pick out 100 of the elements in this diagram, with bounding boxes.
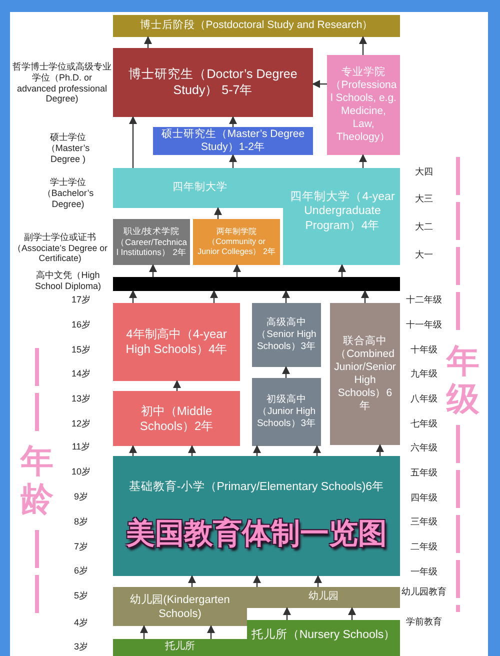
axis-title: 年级: [446, 342, 480, 418]
arrow: [312, 80, 327, 88]
arrow: [214, 207, 222, 219]
grade-label: 大一: [414, 250, 434, 260]
grade-label: 九年级: [410, 368, 438, 380]
stage-box: [252, 378, 321, 446]
stage-label: 基础教育-小学（Primary/Elementary Schools)6年: [128, 480, 386, 494]
arrow: [173, 380, 181, 391]
degree-label: 学士学位（Bachelor’s Degree): [41, 176, 95, 210]
grade-label: 十二年级: [405, 294, 443, 306]
grade-label: 六年级: [410, 442, 438, 454]
stage-box: [113, 456, 400, 576]
title: 美国教育体制一览图: [124, 515, 388, 552]
stage-label: 4年制高中（4-year High Schools）4年: [124, 327, 228, 357]
arrow: [210, 290, 218, 303]
stage-box: [113, 48, 313, 117]
grade-label: 大三: [414, 194, 434, 204]
age-label: 16岁: [70, 320, 92, 330]
arrow: [233, 264, 241, 277]
age-label: 10岁: [70, 466, 92, 478]
age-label: 6岁: [72, 566, 89, 576]
stage-label: 专业学院（Professional Schools, e.g. Medicine, Law, Theology）: [330, 66, 397, 144]
stage-label: 初级高中（Junior High Schools）3年: [256, 394, 318, 430]
arrow: [313, 445, 321, 456]
stage-box: [113, 303, 240, 381]
age-label: 11岁: [70, 442, 92, 452]
stage-box: [252, 303, 321, 367]
stage-box: [330, 303, 400, 445]
arrow: [314, 575, 322, 587]
stage-label: 幼儿园: [308, 591, 340, 604]
grade-label: 五年级: [410, 468, 438, 478]
stage-label: 硕士研究生（Master’s Degree Study）1-2年: [160, 128, 306, 154]
arrow: [229, 154, 237, 168]
diploma-bar: [113, 277, 400, 291]
arrow: [188, 575, 196, 587]
age-label: 8岁: [72, 516, 89, 528]
stage-box: [327, 55, 400, 155]
arrow: [149, 264, 157, 277]
age-label: 3岁: [72, 642, 89, 652]
arrow: [207, 625, 215, 639]
arrow: [359, 36, 367, 55]
arrow: [282, 290, 290, 303]
arrow: [253, 445, 261, 456]
stage-box: [113, 168, 400, 265]
arrow: [253, 575, 261, 587]
stage-label: 联合高中（Combined Junior/Senior High Schools）6年: [333, 334, 397, 414]
grade-label: 十年级: [410, 344, 438, 356]
stage-label: 职业/技术学院（Career/Technical Institutions） 2年: [116, 226, 187, 258]
age-label: 14岁: [70, 368, 92, 380]
age-label: 12岁: [70, 418, 92, 430]
grade-label: 十一年级: [405, 320, 443, 330]
stage-box: [113, 15, 400, 37]
grade-label: 学前教育: [405, 616, 443, 628]
arrow: [348, 607, 356, 620]
arrow: [144, 36, 152, 48]
arrow: [188, 445, 196, 456]
stage-box: [193, 219, 280, 265]
stage-label: 初中（Middle Schools）2年: [138, 404, 214, 434]
age-label: 7岁: [72, 542, 89, 552]
arrow: [129, 290, 137, 303]
grade-label: 大四: [414, 166, 434, 178]
stage-box: [113, 219, 190, 265]
stage-label: 两年制学院（Community or Junior Colleges） 2年: [196, 227, 276, 257]
stage-label: 博士研究生（Doctor’s Degree Study） 5-7年: [128, 66, 298, 98]
grade-label: 三年级: [410, 516, 438, 528]
stage-label: 高级高中（Senior High Schools）3年: [256, 317, 318, 353]
grade-label: 大二: [414, 222, 434, 232]
grade-label: 四年级: [410, 492, 438, 504]
arrow: [283, 607, 291, 620]
stage-label: 四年制大学（4-year Undergraduate Program）4年: [289, 190, 396, 234]
grade-label: 八年级: [410, 394, 438, 404]
grade-label: 幼儿园教育: [400, 586, 448, 598]
grade-label: 一年级: [410, 566, 438, 578]
age-label: 4岁: [72, 618, 89, 628]
stage-label: 博士后阶段（Postdoctoral Study and Research）: [140, 19, 374, 33]
degree-label: 硕士学位（Master’s Degree ): [45, 132, 91, 164]
age-label: 17岁: [70, 294, 92, 306]
arrow: [129, 445, 137, 456]
stage-box: [113, 620, 400, 656]
arrow: [140, 625, 148, 639]
age-label: 5岁: [72, 590, 89, 602]
age-label: 9岁: [72, 492, 89, 502]
stage-label: 幼儿园(Kindergarten Schools): [129, 594, 231, 622]
age-label: 15岁: [70, 344, 92, 356]
arrow: [282, 366, 290, 378]
grade-label: 七年级: [410, 418, 438, 430]
arrow: [376, 444, 384, 456]
grade-label: 二年级: [410, 542, 438, 552]
stage-label: 托儿所（Nursery Schools）: [250, 628, 397, 642]
arrow: [229, 116, 237, 127]
arrow: [361, 290, 369, 303]
age-label: 13岁: [70, 394, 92, 404]
axis-title: 年龄: [20, 442, 54, 518]
degree-label: 高中文凭（High School Diploma): [34, 270, 102, 292]
degree-label: 哲学博士学位或高级专业学位（Ph.D. or advanced professional Degree): [12, 61, 112, 105]
stage-label: 四年制大学: [172, 181, 228, 194]
arrow: [359, 154, 367, 168]
arrow: [338, 264, 346, 277]
stage-box: [113, 587, 400, 626]
degree-label: 副学士学位或证书（Associate’s Degree or Certificate): [12, 232, 108, 264]
